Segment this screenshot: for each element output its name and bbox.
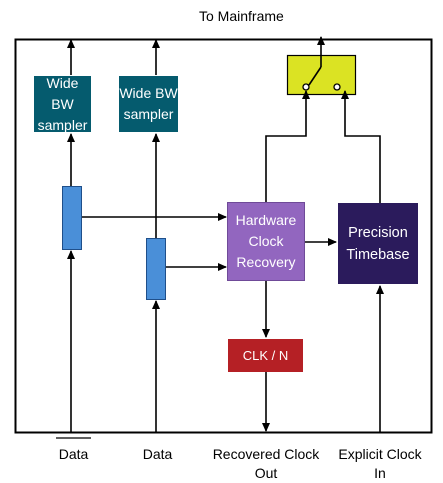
timebase-to-switch — [341, 90, 381, 203]
clk-divider-label: CLK / N — [242, 348, 289, 363]
data-label: Data — [142, 446, 173, 462]
explicit-clock-label: Explicit Clock In — [330, 445, 430, 483]
recovered-clock-label: Recovered Clock Out — [206, 445, 326, 483]
diagram-title: To Mainframe — [199, 8, 284, 24]
precision-timebase: Precision Timebase — [338, 203, 418, 284]
switch-icon — [286, 54, 357, 96]
explicit-clock-line-1: Explicit Clock — [338, 446, 422, 462]
sampler-1-line-2: sampler — [37, 116, 88, 133]
clock-recovery-line-3: Recovery — [236, 254, 296, 270]
recovered-clock-line-2: Out — [254, 465, 278, 481]
clock-recovery-line-2: Clock — [248, 233, 284, 249]
recovered-clock-line-1: Recovered Clock — [212, 446, 320, 462]
sampler-2-line-2: sampler — [123, 106, 174, 122]
hardware-clock-recovery: Hardware Clock Recovery — [227, 202, 305, 281]
instrument-frame — [14, 38, 433, 434]
explicit-clock-line-2: In — [374, 465, 386, 481]
wide-bw-sampler-2: Wide BW sampler — [119, 76, 178, 132]
sampler-1-line-1: Wide BW — [46, 74, 79, 112]
data-bar-label: Data — [58, 446, 89, 462]
clk-divider: CLK / N — [228, 339, 303, 372]
timebase-line-1: Precision — [348, 224, 408, 241]
clock-recovery-line-1: Hardware — [235, 212, 297, 228]
sampler-2-line-1: Wide BW — [119, 85, 178, 101]
wide-bw-sampler-1: Wide BW sampler — [34, 74, 91, 133]
timebase-line-2: Timebase — [346, 246, 410, 263]
splitter-icon — [146, 238, 166, 300]
clock-recovery-to-switch — [265, 90, 310, 202]
splitter-icon — [62, 186, 82, 250]
